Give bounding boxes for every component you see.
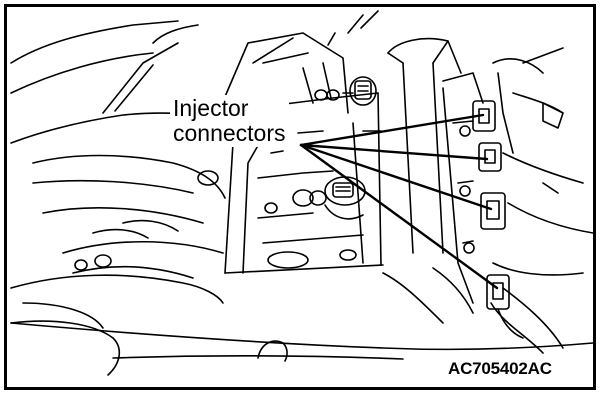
leader-line-2 <box>299 143 489 161</box>
label-line-2: connectors <box>173 120 286 146</box>
injector-connector-2 <box>478 142 502 172</box>
injector-connector-4 <box>486 274 524 339</box>
label-line-1: Injector <box>173 95 249 121</box>
injector-connectors-label: Injector connectors <box>170 95 289 147</box>
leader-line-4 <box>299 143 499 290</box>
left-fender-outline <box>10 20 234 376</box>
injector-connector-rear <box>314 76 382 132</box>
intake-manifold-outline <box>217 32 384 274</box>
lower-body-outline <box>10 267 593 362</box>
leader-line-3 <box>299 143 493 211</box>
fuel-rail-outline <box>442 47 593 354</box>
leader-line-1 <box>299 113 485 147</box>
callout-leader-lines <box>299 113 499 290</box>
diagram-frame: Injector connectors AC705402AC <box>4 4 596 390</box>
upper-intake-tube <box>327 10 462 254</box>
figure-code: AC705402AC <box>445 359 555 379</box>
engine-line-drawing <box>10 10 593 376</box>
injector-connector-3 <box>480 192 506 230</box>
